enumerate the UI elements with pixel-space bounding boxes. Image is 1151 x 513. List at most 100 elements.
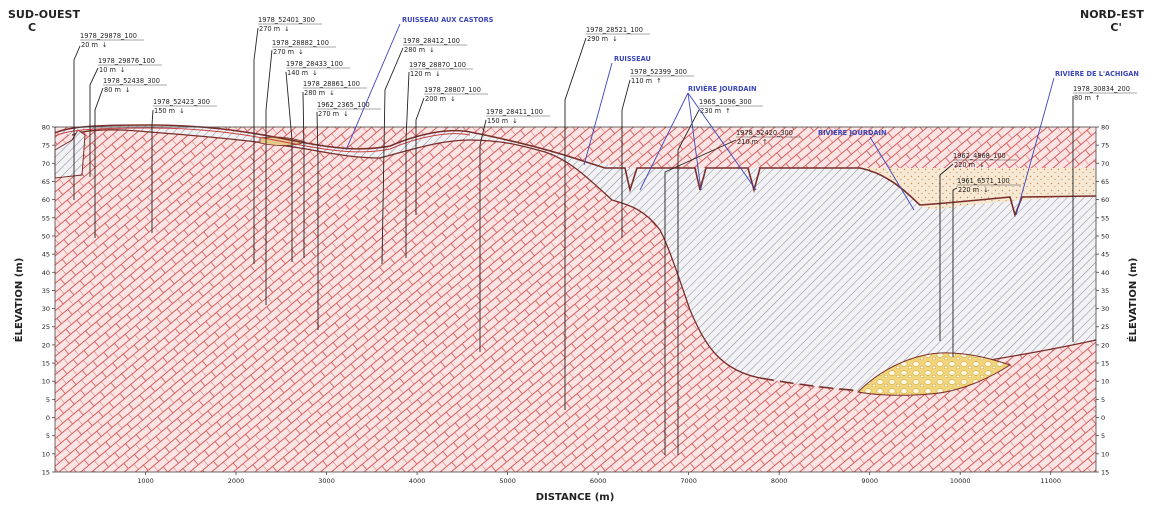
well-id-label: 1978_28412_100 [403,37,460,45]
y-tick-label-left: 55 [42,214,50,222]
river-label-group: RUISSEAU AUX CASTORS [345,16,494,151]
y-tick-label-right: 60 [1101,196,1109,204]
y-tick-label-left: 30 [42,305,50,313]
y-tick-label-right: 70 [1101,160,1109,168]
river-label: RUISSEAU [614,55,651,63]
river-label-group: RUISSEAU [583,55,651,166]
well-id-label: 1962_2365_100 [317,101,370,109]
river-leader-line [1015,77,1055,216]
x-tick-label: 4000 [409,477,426,485]
well-id-label: 1978_28411_100 [486,108,543,116]
well-id-label: 1978_28433_100 [286,60,343,68]
y-tick-label-right: 25 [1101,323,1109,331]
well-trace [302,91,305,258]
river-leader-line [687,92,757,191]
y-tick-label-right: 30 [1101,305,1109,313]
gravel-lens [856,352,1012,396]
well-id-label: 1978_29878_100 [80,32,137,40]
well-depth-label: 20 m↓ [81,41,107,49]
y-tick-label-left: 25 [42,323,50,331]
x-tick-label: 11000 [1040,477,1061,485]
y-tick-label-right: 10 [1101,378,1109,386]
river-label: RIVIÈRE JOURDAIN [688,84,757,93]
well-id-label: 1978_28870_100 [409,61,466,69]
well-id-label: 1978_28521_100 [586,26,643,34]
well-trace [89,67,99,177]
y-tick-label-left: 70 [42,160,50,168]
river-label: RIVIÈRE DE L'ACHIGAN [1055,69,1139,78]
y-tick-label-right: 0 [1101,414,1105,422]
y-tick-label-left: 15 [42,469,50,477]
x-tick-label: 9000 [861,477,878,485]
y-tick-label-right: 15 [1101,360,1109,368]
y-tick-label-right: 50 [1101,232,1109,240]
well-depth-label: 110 m↑ [631,77,662,85]
well-depth-label: 290 m↓ [587,35,618,43]
y-tick-label-left: 75 [42,142,50,150]
well-trace [664,139,737,455]
x-tick-label: 1000 [137,477,154,485]
well-trace [285,71,293,262]
river-leader-line [869,136,915,211]
y-axis-title-left: ÉLEVATION (m) [12,258,25,343]
river-label-group: RIVIÈRE JOURDAIN [639,84,757,191]
well-depth-label: 220 m↓ [954,161,985,169]
well-trace [415,97,425,215]
well-id-label: 1961_6571_100 [957,177,1010,185]
y-tick-label-left: 35 [42,287,50,295]
till-unit [55,125,1096,392]
well-depth-label: 80 m↑ [1074,94,1100,102]
surface-shadow-line [54,127,471,153]
well-id-label: 1978_52401_300 [258,16,315,24]
plot-frame [54,126,1097,473]
well-trace [939,163,954,341]
y-tick-label-right: 15 [1101,469,1109,477]
river-label: RIVIÈRE JOURDAIN [818,128,887,137]
well-depth-label: 270 m↓ [259,25,290,33]
y-tick-label-left: 5 [46,432,50,440]
well-trace [405,71,410,258]
y-tick-label-left: 5 [46,396,50,404]
well-trace [253,27,259,264]
x-tick-label: 7000 [680,477,697,485]
y-tick-label-left: 60 [42,196,50,204]
left-orientation: SUD-OUEST C [8,8,80,34]
right-direction-label: NORD-EST [1080,8,1144,21]
well-id-label: 1962_4868_100 [953,152,1006,160]
y-tick-label-left: 80 [42,124,50,132]
well-trace [952,187,958,357]
river-leader-line [345,23,401,151]
y-tick-label-left: 40 [42,269,50,277]
sand-unit-east [860,168,1096,210]
well-depth-label: 150 m↓ [487,117,518,125]
x-tick-label: 5000 [499,477,516,485]
right-orientation: NORD-EST C' [1080,8,1144,34]
well-trace [479,119,487,352]
y-tick-label-left: 50 [42,232,50,240]
x-tick-label: 3000 [318,477,335,485]
well-depth-label: 200 m↓ [425,95,456,103]
well-trace [265,49,273,305]
river-leader-line [639,92,689,191]
well-depth-label: 230 m↑ [700,107,731,115]
till-base-line [71,129,761,379]
x-tick-label: 6000 [590,477,607,485]
y-tick-label-right: 55 [1101,214,1109,222]
y-tick-label-right: 75 [1101,142,1109,150]
y-tick-label-right: 10 [1101,450,1109,458]
x-tick-label: 8000 [771,477,788,485]
